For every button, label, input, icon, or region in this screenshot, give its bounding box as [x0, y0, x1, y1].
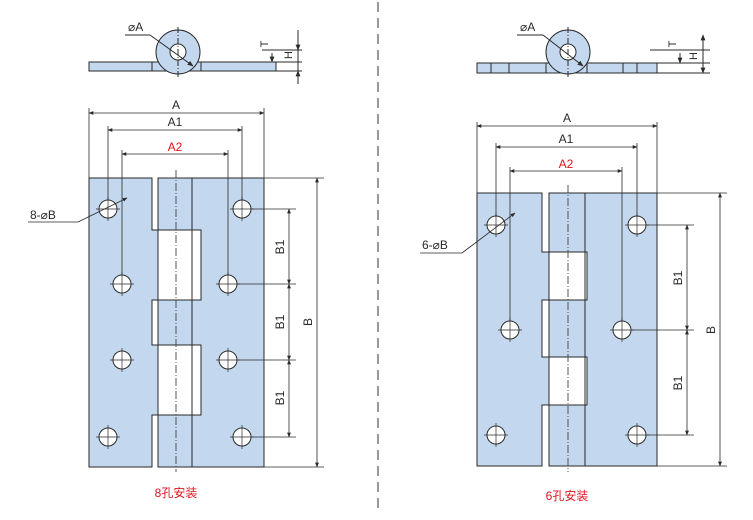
left-b1-top-label: B1: [273, 239, 287, 254]
right-a-label: A: [563, 111, 571, 125]
right-side-view: [476, 27, 710, 77]
right-diameter-a-label: ⌀A: [520, 20, 535, 34]
right-caption: 6孔安装: [546, 488, 589, 503]
right-holes-label: 6-⌀B: [422, 238, 448, 252]
left-side-view: [88, 27, 302, 84]
right-a1-label: A1: [559, 132, 574, 146]
left-h-label: H: [283, 51, 295, 59]
left-front-view: [28, 108, 324, 472]
left-b1-mid-label: B1: [273, 314, 287, 329]
left-diameter-a-label: ⌀A: [128, 20, 143, 34]
left-leaf-plate: [88, 177, 159, 468]
right-leaf-plate: [157, 177, 265, 468]
left-b-label: B: [301, 318, 315, 326]
left-a2-label: A2: [168, 140, 183, 154]
right-leaf-plate: [548, 192, 658, 467]
right-b1-bot-label: B1: [671, 375, 685, 390]
right-front-view: [420, 122, 727, 472]
right-h-label: H: [688, 52, 700, 60]
left-holes-label: 8-⌀B: [30, 208, 56, 222]
left-a1-label: A1: [168, 115, 183, 129]
right-b-label: B: [704, 326, 718, 334]
right-b1-top-label: B1: [671, 270, 685, 285]
right-a2-label: A2: [559, 157, 574, 171]
left-a-label: A: [172, 98, 180, 112]
right-t-label: T: [667, 40, 679, 47]
left-caption: 8孔安装: [155, 485, 198, 500]
left-t-label: T: [259, 40, 271, 47]
left-b1-bot-label: B1: [273, 390, 287, 405]
